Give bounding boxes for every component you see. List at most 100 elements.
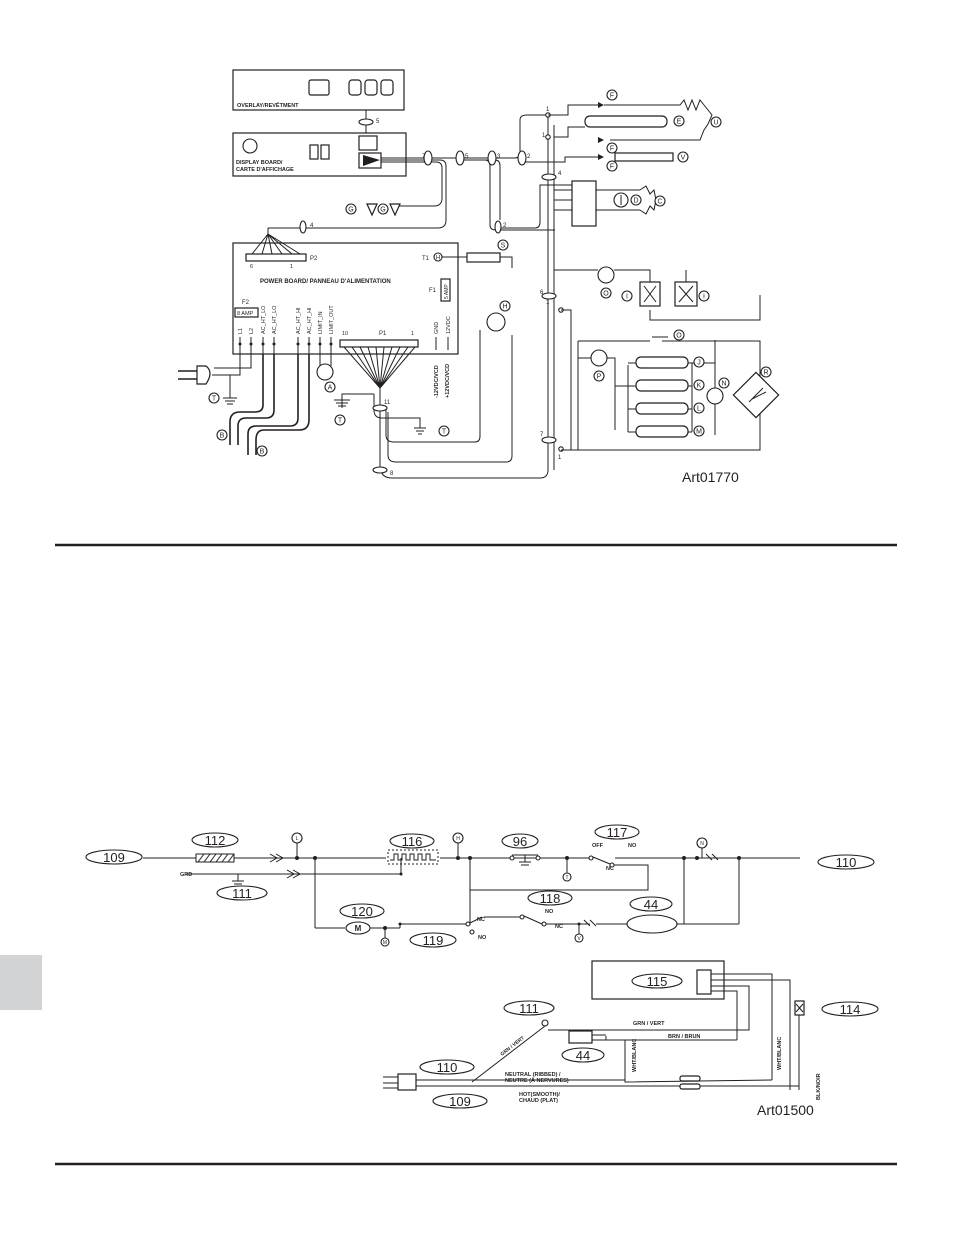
plus-vdc-label: +12VDC/VCD <box>445 364 451 398</box>
thermostat-p <box>590 349 608 367</box>
grd-label: GRD <box>180 872 192 878</box>
terminal-node <box>558 446 564 452</box>
wire-count: 8 <box>390 471 394 477</box>
switch-label: NC <box>606 866 614 872</box>
callout-t <box>438 425 450 437</box>
element-l <box>635 402 689 415</box>
callout-label: 111 <box>519 1001 539 1016</box>
wire-count: 4 <box>558 171 562 177</box>
terminal-label: AC_HT_LO <box>261 305 267 334</box>
element-44 <box>626 914 678 934</box>
callout-t <box>334 414 346 426</box>
component-letter: T <box>212 396 217 403</box>
callout-g <box>377 203 389 215</box>
callout-label: 116 <box>402 834 423 849</box>
callout-44 <box>629 896 673 912</box>
component-letter: G <box>380 207 385 214</box>
page-side-tab <box>0 955 42 1010</box>
wire-count: 1 <box>542 133 546 139</box>
f2-rating: 8 AMP <box>237 311 254 317</box>
art-id-bottom: Art01500 <box>757 1102 814 1118</box>
callout-110 <box>817 854 875 870</box>
callout-u <box>710 116 722 128</box>
node-h <box>452 832 464 844</box>
connector-g <box>389 203 401 217</box>
callout-f <box>606 89 618 101</box>
component-letter: K <box>697 383 702 390</box>
callout-111 <box>216 885 268 901</box>
switch-label: NO <box>628 843 637 849</box>
component-letter: F <box>610 146 614 153</box>
callout-k <box>693 379 705 391</box>
component-letter: H <box>436 256 440 262</box>
callout-f <box>606 142 618 154</box>
callout-i <box>621 290 633 302</box>
callout-o <box>600 287 612 299</box>
overlay-label: OVERLAY/REVÊTMENT <box>237 101 299 109</box>
terminal-label: AC_HT_LO <box>272 305 278 334</box>
terminal-label: 12VDC <box>446 316 452 334</box>
component-letter: B <box>260 449 265 456</box>
switch-label: NO <box>545 909 554 915</box>
node-letter: L <box>296 836 299 842</box>
callout-l <box>693 402 705 414</box>
callout-label: 120 <box>351 904 373 919</box>
component-letter: H <box>502 304 507 311</box>
wire-count: 5 <box>465 154 469 160</box>
thermostat-n <box>706 387 724 405</box>
component-letter: O <box>603 291 609 298</box>
p2-pin-end: 1 <box>290 264 293 270</box>
component-letter: M <box>696 429 702 436</box>
callout-label: 44 <box>644 897 658 912</box>
node-m <box>380 937 390 947</box>
wire-bundle-tie <box>494 220 502 234</box>
terminal-label: AC_HT_HI <box>296 307 302 334</box>
element-m <box>635 425 689 438</box>
resistor <box>466 252 501 263</box>
callout-label: 117 <box>607 825 628 840</box>
element-j <box>635 356 689 369</box>
overlay-key <box>380 79 394 96</box>
element-k <box>635 379 689 392</box>
callout-117 <box>594 824 640 840</box>
p1-pin-end: 1 <box>411 331 414 337</box>
element-e <box>584 115 668 128</box>
callout-109-lower <box>432 1093 488 1109</box>
p1-connector <box>339 339 419 348</box>
component-letter: T <box>338 418 343 425</box>
t1-label: T1 <box>422 256 430 262</box>
component-letter: G <box>348 207 353 214</box>
diode-f <box>598 137 604 143</box>
wire-bundle-tie <box>299 220 307 234</box>
callout-f <box>606 160 618 172</box>
component-letter: I <box>703 294 705 301</box>
terminal-node <box>545 134 551 140</box>
switch-label: NC <box>477 917 485 923</box>
callout-label: 112 <box>205 833 226 848</box>
power-plug <box>196 365 211 385</box>
wire-label: NEUTRAL (RIBBED) / <box>505 1072 561 1078</box>
p2-label: P2 <box>310 256 318 262</box>
switch-label: NC <box>555 924 563 930</box>
callout-120 <box>339 903 385 919</box>
callout-label: 44 <box>576 1048 590 1063</box>
component-letter: P <box>597 374 602 381</box>
wire-bundle-tie <box>541 292 557 300</box>
component-letter: C <box>657 199 662 206</box>
callout-t <box>208 392 220 404</box>
wire-bundle-tie <box>517 150 527 166</box>
callout-label: 118 <box>540 891 561 906</box>
node-v <box>574 933 584 943</box>
callout-label: 115 <box>647 974 668 989</box>
node-letter: N <box>700 841 704 847</box>
wire-bundle-tie <box>372 404 388 412</box>
wire-label: NEUTRE (À NERVURES) <box>505 1077 569 1084</box>
connector-g <box>366 203 378 217</box>
callout-label: 110 <box>836 855 857 870</box>
wire-bundle-tie <box>487 150 497 166</box>
display-digit <box>309 144 319 160</box>
node-t <box>562 872 572 882</box>
callout-44-lower <box>561 1047 605 1063</box>
wire-count: 7 <box>540 432 544 438</box>
callout-i <box>698 290 710 302</box>
